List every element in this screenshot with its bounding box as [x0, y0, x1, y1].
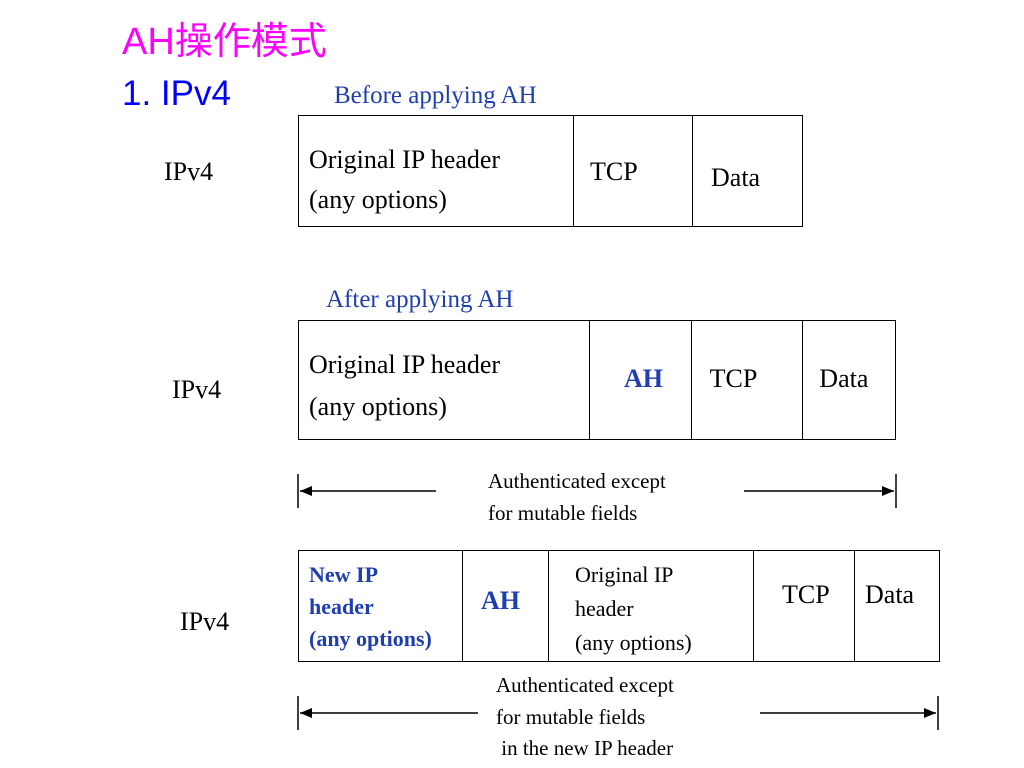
packet-tunnel-ah: New IP header (any options) AH Original …: [298, 550, 940, 662]
field-label: TCP: [590, 157, 638, 186]
field-label: Data: [819, 364, 869, 393]
packet-after-ah: Original IP header (any options) AH TCP …: [298, 320, 896, 440]
page-title: AH操作模式: [122, 21, 327, 63]
annotation-line: for mutable fields: [488, 500, 638, 525]
diagram-caption-before: Before applying AH: [334, 82, 537, 109]
field-label: Data: [711, 163, 761, 192]
packet-field-tcp: TCP: [573, 116, 692, 226]
packet-field-tcp: TCP: [690, 321, 803, 439]
field-label: (any options): [309, 185, 447, 214]
packet-field-data: Data: [692, 116, 802, 226]
auth-annotation: Authenticated except for mutable fields …: [496, 670, 674, 765]
annotation-line: for mutable fields: [496, 704, 646, 729]
row-label-ipv4: IPv4: [180, 607, 230, 636]
auth-annotation: Authenticated except for mutable fields: [488, 466, 666, 529]
annotation-line: Authenticated except: [496, 673, 674, 697]
field-label: (any options): [309, 626, 432, 651]
field-label: header: [575, 596, 634, 621]
packet-field-original-ip-header: Original IP header (any options): [548, 551, 753, 661]
packet-field-ip-header: Original IP header (any options): [299, 321, 589, 439]
packet-field-new-ip-header: New IP header (any options): [299, 551, 462, 661]
field-label: (any options): [575, 630, 692, 655]
field-label: Original IP: [575, 562, 674, 587]
packet-before-ah: Original IP header (any options) TCP Dat…: [298, 115, 803, 227]
field-label: Original IP header: [309, 350, 501, 379]
field-label: TCP: [782, 580, 830, 609]
row-label-ipv4: IPv4: [172, 375, 222, 404]
field-label: TCP: [709, 364, 758, 393]
annotation-line: in the new IP header: [496, 736, 674, 760]
field-label: (any options): [309, 392, 447, 421]
annotation-line: Authenticated except: [488, 469, 666, 493]
field-label: header: [309, 594, 374, 619]
field-label: New IP: [309, 562, 379, 587]
packet-field-data: Data: [802, 321, 895, 439]
packet-field-ah: AH: [589, 321, 691, 439]
packet-field-data: Data: [854, 551, 939, 661]
field-label: AH: [624, 364, 664, 393]
packet-field-ip-header: Original IP header (any options): [299, 116, 573, 226]
diagram-caption-after: After applying AH: [326, 286, 514, 313]
field-label: AH: [481, 586, 520, 615]
packet-field-tcp: TCP: [753, 551, 854, 661]
field-label: Original IP header: [309, 145, 501, 174]
field-label: Data: [865, 580, 915, 609]
packet-field-ah: AH: [462, 551, 548, 661]
page-subtitle: 1. IPv4: [122, 74, 231, 113]
row-label-ipv4: IPv4: [164, 157, 214, 186]
